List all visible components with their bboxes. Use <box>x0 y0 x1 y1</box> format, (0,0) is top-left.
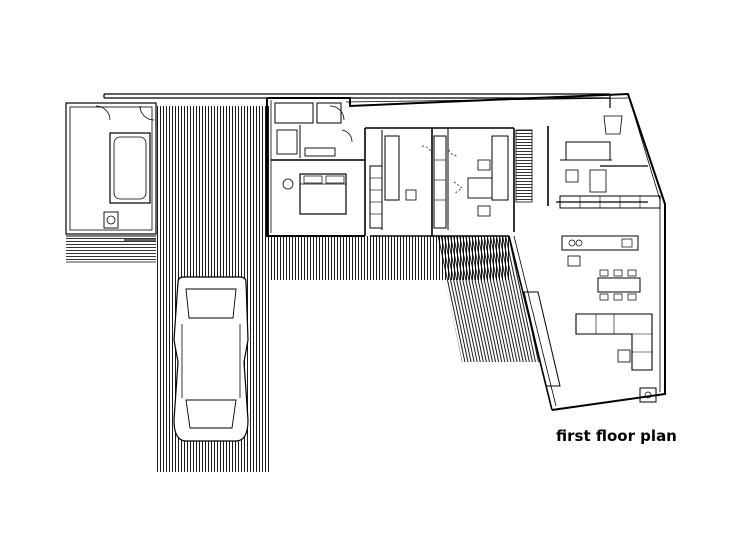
double-bed-icon <box>299 173 347 215</box>
bathtub-icon <box>109 132 151 204</box>
plan-title: first floor plan <box>556 427 677 445</box>
dining-table-icon <box>597 269 641 301</box>
car-icon <box>173 276 249 442</box>
master-bedroom <box>276 105 353 215</box>
sectional-sofa-icon <box>575 313 653 371</box>
kitchen-island-icon <box>561 235 639 251</box>
main-walls <box>103 92 666 411</box>
bedrooms <box>369 129 533 229</box>
living-area <box>523 115 661 403</box>
left-wing <box>65 102 157 263</box>
